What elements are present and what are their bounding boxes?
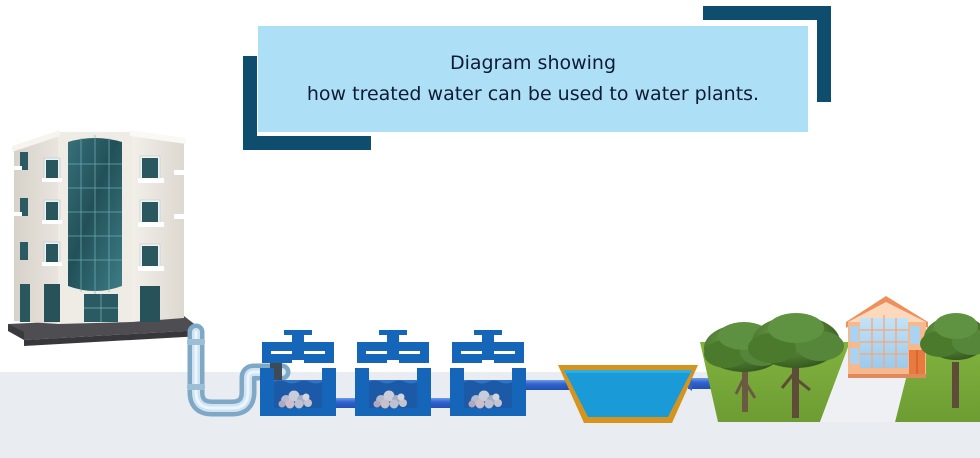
house-window-left-lower [850,348,859,364]
tree-canopy-top [768,313,824,343]
tree-canopy-top [934,313,978,339]
house-window-left-upper [850,326,859,342]
tree-branches [734,375,757,399]
house-foundation [848,374,926,378]
basin-water [564,370,692,417]
tank-center-riser [482,342,494,360]
tree-trunk [742,372,748,412]
tank-center-riser [292,342,304,360]
tank-left-wall [355,368,369,416]
house-gable [848,302,926,322]
bracket-bottom-left-vertical [243,56,257,150]
building-parapet-left [12,130,60,152]
tank-valve-cap [284,330,312,335]
filter-tank-1 [256,330,340,418]
settling-basin [558,365,698,425]
title-callout-box: Diagram showing how treated water can be… [258,26,808,132]
tank-center-riser [387,342,399,360]
title-line-1: Diagram showing [449,52,617,74]
tank-water-surface [464,380,512,384]
bracket-top-right-horizontal [703,6,831,20]
tank-filter-media [278,390,312,409]
garden-house [846,296,928,378]
building-parapet-right [130,130,186,144]
tank-water-surface [274,380,322,384]
tree-branches [780,371,811,392]
glass-mullions [68,135,122,294]
building-ledges [12,166,186,219]
house-roof [846,296,928,328]
bracket-top-right-vertical [817,6,831,102]
tank-floor [450,408,526,416]
entrance-mullions [84,294,118,322]
tank-left-wall [450,368,464,416]
tank-filter-media [373,390,407,409]
tank-filter-media [468,390,502,409]
building-right-windows [138,155,164,322]
basin-water-surface [564,370,692,373]
building-side-windows [20,152,30,322]
house-window-mullions [860,315,908,368]
tank-left-wall [260,368,274,416]
house-window-right-upper [910,326,920,344]
title-line-2: how treated water can be used to water p… [306,83,760,105]
garden-area [700,290,980,430]
filter-tank-2 [351,330,435,418]
tree-center [748,313,844,418]
tank-valve-cap [474,330,502,335]
tank-right-wall [512,368,526,416]
bracket-bottom-left-horizontal [243,136,371,150]
tank-water-surface [369,380,417,384]
filter-tank-3 [446,330,530,418]
source-building [6,118,206,346]
tree-trunk [792,366,799,418]
tank-valve-cap [379,330,407,335]
tree-trunk [952,362,959,408]
tree-right [920,313,980,408]
tank-floor [260,408,336,416]
tank-right-wall [322,368,336,416]
tank-right-wall [417,368,431,416]
tank-floor [355,408,431,416]
building-left-windows [42,157,62,322]
